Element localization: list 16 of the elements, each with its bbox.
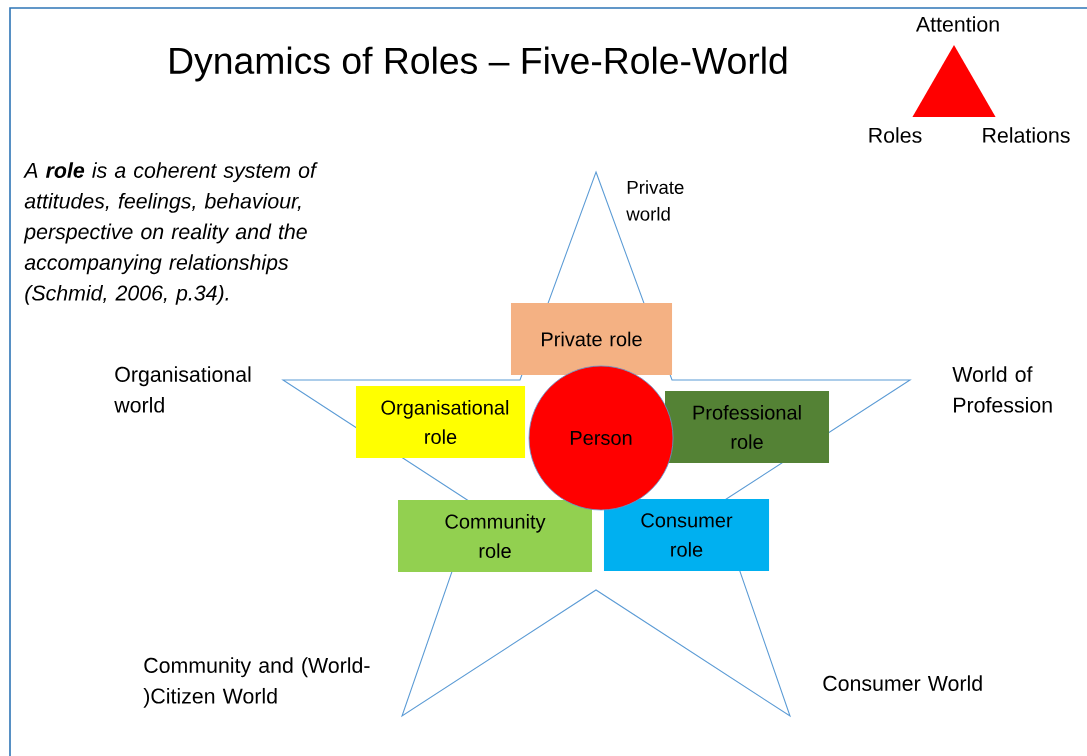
role-box: Private role	[510, 303, 673, 375]
title: Dynamics of Roles – Five-Role-World	[170, 46, 787, 82]
world-label: Private world	[626, 180, 684, 221]
triangle-label: Relations	[983, 127, 1070, 143]
world-label: Consumer World	[823, 675, 982, 691]
triangle	[912, 45, 996, 117]
role-box: Community role	[398, 500, 592, 572]
world-label: Organisational world	[114, 366, 251, 413]
world-label: World of Profession	[952, 366, 1052, 413]
triangle-label: Attention	[915, 16, 999, 32]
role-box: Professional role	[665, 391, 829, 463]
role-box: Consumer role	[604, 499, 770, 571]
triangle-label: Roles	[869, 127, 922, 143]
world-label: Community and (World-)Citizen World	[143, 657, 370, 708]
role-box: Organisational role	[355, 386, 526, 458]
definition-text: A role is a coherent system of attitudes, feelings, behaviour, perspective on reality and the accompanying relationships (Schmid, 2006, p.34).	[23, 162, 318, 305]
